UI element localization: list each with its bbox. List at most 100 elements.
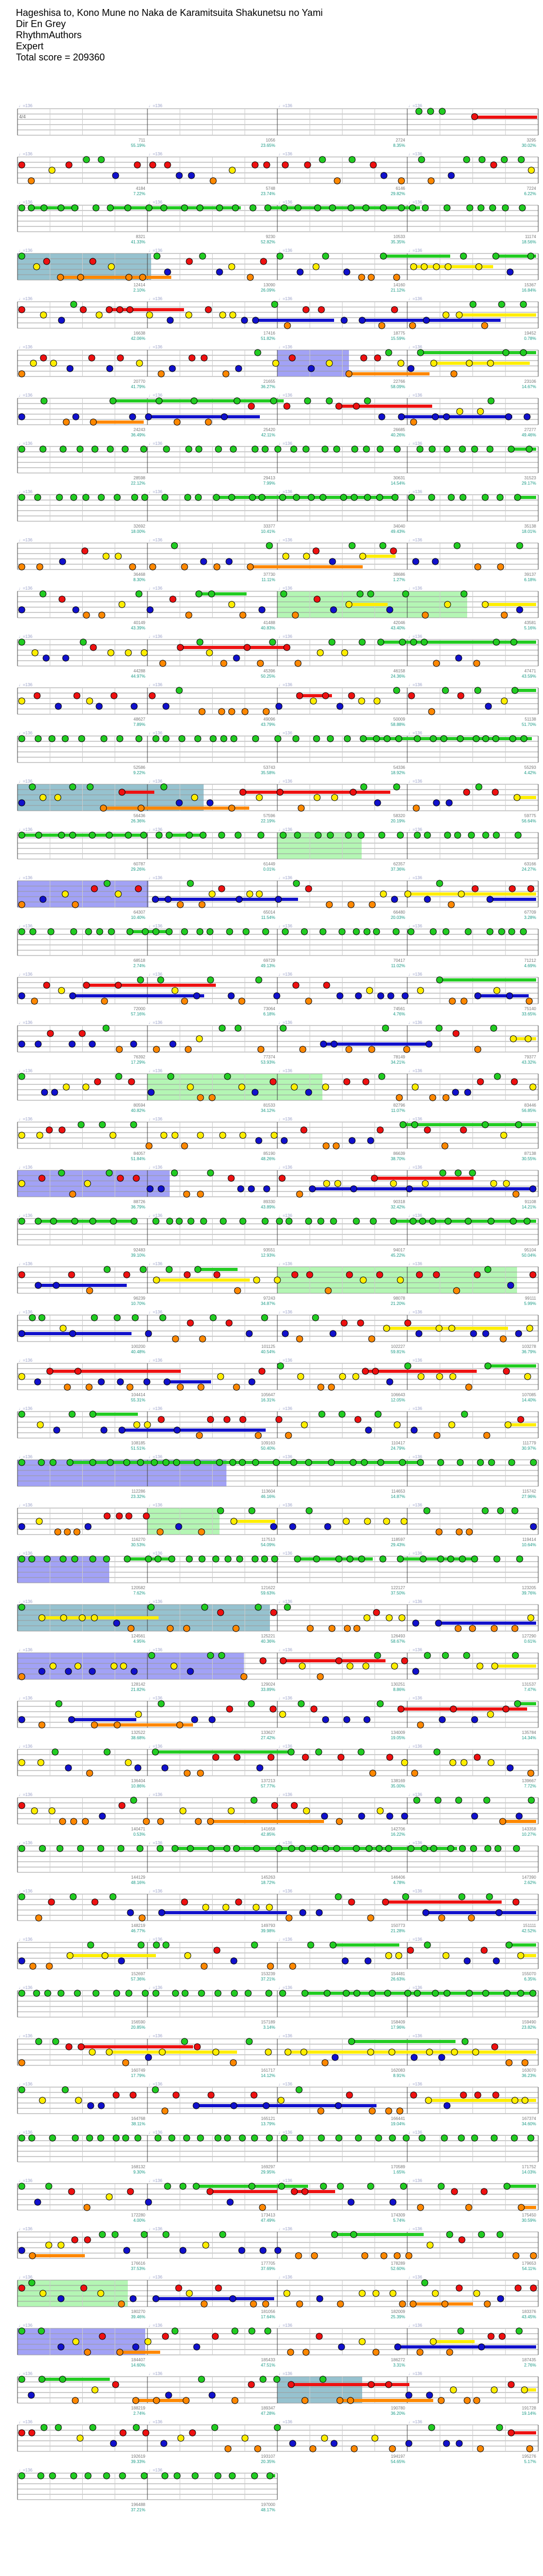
note [83,2204,91,2211]
note [429,1217,436,1225]
score-label: 164768 [131,2116,145,2121]
note [45,2183,52,2190]
note [421,1845,428,1852]
note [369,2107,376,2115]
note [456,311,463,319]
tempo-marker: ♩=136 [19,1696,33,1701]
note [18,2327,25,2335]
note [348,542,356,549]
note [18,563,25,571]
note [516,542,523,549]
note [265,2048,272,2056]
note [40,2424,48,2431]
note [207,2091,215,2099]
tempo-marker: ♩=136 [19,441,33,446]
sustain-note [257,1847,319,1850]
note [397,1705,405,1713]
score-label: 20770 [134,379,146,384]
note [292,982,300,989]
note [103,1512,111,1520]
note [391,1662,398,1670]
note [291,1083,298,1091]
tempo-marker: ♩=136 [278,1165,293,1170]
note [362,204,370,212]
percent-label: 45.22% [391,1253,405,1258]
note [181,1142,188,1150]
note [264,204,272,212]
note [192,2102,200,2109]
note [18,928,25,935]
note [296,1335,303,1343]
note [251,445,259,453]
note [396,2107,404,2115]
note [251,2472,258,2479]
tempo-marker: ♩=136 [148,538,163,542]
note [504,1421,512,1429]
note [217,1609,224,1616]
note [270,1523,277,1530]
note [241,708,249,715]
tempo-marker: ♩=136 [278,345,293,349]
note [106,2193,113,2201]
note [259,2376,267,2383]
note [282,161,289,169]
note [417,1373,425,1380]
note [326,397,333,405]
note [430,928,437,935]
note [377,992,384,1000]
note [283,644,291,651]
tempo-marker: ♩=136 [19,489,33,494]
note [319,494,327,501]
note [312,547,320,555]
note [435,1325,443,1332]
note [209,735,217,742]
note [18,370,25,378]
score-label: 169297 [261,2165,275,2169]
note [426,2048,433,2056]
note [445,799,453,807]
note [349,1459,357,1466]
note [113,1314,121,1321]
note [123,1459,130,1466]
note [336,2397,344,2404]
note [236,1555,243,1563]
sustain-note [130,930,169,933]
score-label: 135784 [522,1730,536,1735]
note [115,982,122,989]
note [454,831,461,839]
percent-label: 2.62% [524,1880,536,1885]
note [456,2440,463,2447]
tempo-marker: ♩=136 [19,1889,33,1894]
note [317,1217,325,1225]
note [43,982,50,989]
note [520,301,527,308]
note [181,928,188,935]
note [296,692,303,699]
note [341,649,348,656]
percent-label: 52.60% [391,2266,405,2271]
note [425,1040,433,1048]
tempo-marker: ♩=136 [19,586,33,591]
note [165,831,173,839]
note [231,1990,238,1997]
percent-label: 37.53% [131,2266,145,2271]
sustain-note [433,2340,475,2343]
note [39,794,47,801]
note [349,788,357,796]
tempo-marker: ♩=136 [278,1744,293,1749]
sustain-note [485,603,536,606]
note [266,2472,274,2479]
note [356,590,364,598]
percent-label: 49.46% [522,433,536,437]
note [335,1893,342,1900]
score-label: 105647 [261,1392,275,1397]
percent-label: 4.42% [524,770,536,775]
note [345,601,353,608]
score-label: 174309 [391,2213,405,2218]
note [151,1459,158,1466]
note [129,2091,137,2099]
note [156,1528,164,1536]
note [49,2472,56,2479]
note [482,1330,489,1337]
sustain-red [475,116,537,119]
